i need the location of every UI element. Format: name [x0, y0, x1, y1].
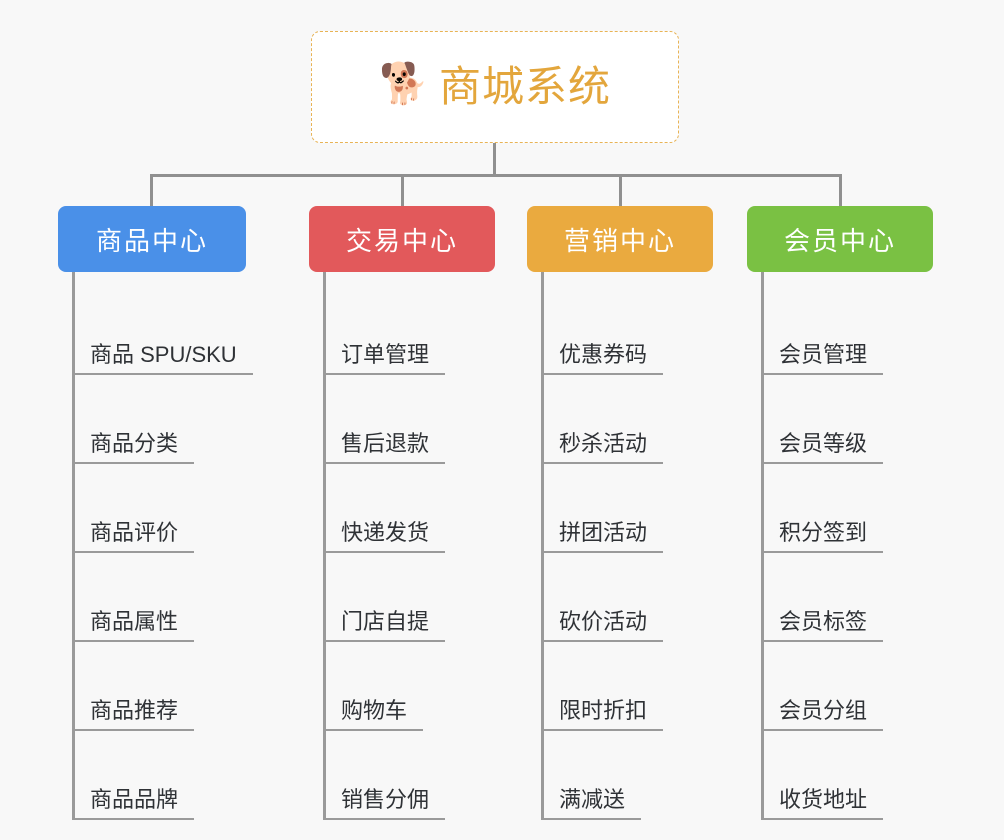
leaf-area-product: 商品 SPU/SKU 商品分类 商品评价 商品属性 商品推荐 商品品牌 — [58, 272, 253, 820]
list-item[interactable]: 销售分佣 — [309, 731, 495, 820]
leaf-list-member: 会员管理 会员等级 积分签到 会员标签 会员分组 收货地址 — [747, 286, 933, 820]
leaf-label: 快递发货 — [323, 520, 446, 553]
shiba-dog-face-icon: 🐕 — [378, 62, 429, 106]
leaf-trunk-line — [323, 272, 326, 819]
list-item[interactable]: 收货地址 — [747, 731, 933, 820]
list-item[interactable]: 优惠券码 — [527, 286, 713, 375]
connector-drop-category-1 — [150, 174, 153, 206]
connector-drop-category-3 — [619, 174, 622, 206]
leaf-trunk-line — [72, 272, 75, 819]
list-item[interactable]: 限时折扣 — [527, 642, 713, 731]
list-item[interactable]: 购物车 — [309, 642, 495, 731]
leaf-label: 购物车 — [323, 698, 424, 731]
category-column-product: 商品中心 商品 SPU/SKU 商品分类 商品评价 商品属性 商品推荐 商品品牌 — [58, 206, 253, 820]
list-item[interactable]: 会员等级 — [747, 375, 933, 464]
category-header-label: 交易中心 — [345, 225, 458, 256]
connector-drop-category-2 — [401, 174, 404, 206]
leaf-label: 商品评价 — [72, 520, 195, 553]
leaf-label: 会员等级 — [761, 431, 884, 464]
category-column-marketing: 营销中心 优惠券码 秒杀活动 拼团活动 砍价活动 限时折扣 满减送 — [527, 206, 713, 820]
list-item[interactable]: 会员标签 — [747, 553, 933, 642]
leaf-list-trade: 订单管理 售后退款 快递发货 门店自提 购物车 销售分佣 — [309, 286, 495, 820]
leaf-label: 商品 SPU/SKU — [72, 342, 253, 375]
category-header-trade[interactable]: 交易中心 — [309, 206, 495, 272]
list-item[interactable]: 商品 SPU/SKU — [58, 286, 253, 375]
leaf-label: 销售分佣 — [323, 787, 446, 820]
category-header-label: 营销中心 — [563, 225, 676, 256]
list-item[interactable]: 订单管理 — [309, 286, 495, 375]
connector-root-stem — [493, 143, 496, 176]
leaf-label: 满减送 — [541, 787, 642, 820]
list-item[interactable]: 商品推荐 — [58, 642, 246, 731]
leaf-label: 订单管理 — [323, 342, 446, 375]
leaf-label: 收货地址 — [761, 787, 884, 820]
category-column-trade: 交易中心 订单管理 售后退款 快递发货 门店自提 购物车 销售分佣 — [309, 206, 495, 820]
root-node-mall-system[interactable]: 🐕 商城系统 — [311, 31, 679, 143]
leaf-label: 积分签到 — [761, 520, 884, 553]
leaf-label: 商品属性 — [72, 609, 195, 642]
leaf-area-marketing: 优惠券码 秒杀活动 拼团活动 砍价活动 限时折扣 满减送 — [527, 272, 713, 820]
category-column-member: 会员中心 会员管理 会员等级 积分签到 会员标签 会员分组 收货地址 — [747, 206, 933, 820]
leaf-trunk-line — [761, 272, 764, 819]
leaf-label: 拼团活动 — [541, 520, 664, 553]
list-item[interactable]: 砍价活动 — [527, 553, 713, 642]
leaf-list-product: 商品 SPU/SKU 商品分类 商品评价 商品属性 商品推荐 商品品牌 — [58, 286, 253, 820]
leaf-label: 商品分类 — [72, 431, 195, 464]
list-item[interactable]: 拼团活动 — [527, 464, 713, 553]
leaf-area-member: 会员管理 会员等级 积分签到 会员标签 会员分组 收货地址 — [747, 272, 933, 820]
leaf-label: 会员分组 — [761, 698, 884, 731]
leaf-label: 商品品牌 — [72, 787, 195, 820]
leaf-trunk-line — [541, 272, 544, 819]
category-header-marketing[interactable]: 营销中心 — [527, 206, 713, 272]
list-item[interactable]: 快递发货 — [309, 464, 495, 553]
leaf-list-marketing: 优惠券码 秒杀活动 拼团活动 砍价活动 限时折扣 满减送 — [527, 286, 713, 820]
list-item[interactable]: 门店自提 — [309, 553, 495, 642]
list-item[interactable]: 商品品牌 — [58, 731, 246, 820]
leaf-label: 商品推荐 — [72, 698, 195, 731]
list-item[interactable]: 商品评价 — [58, 464, 246, 553]
leaf-label: 限时折扣 — [541, 698, 664, 731]
root-node-title: 商城系统 — [438, 63, 611, 110]
list-item[interactable]: 积分签到 — [747, 464, 933, 553]
leaf-label: 优惠券码 — [541, 342, 664, 375]
list-item[interactable]: 会员分组 — [747, 642, 933, 731]
connector-horizontal-bus — [150, 174, 842, 177]
leaf-label: 砍价活动 — [541, 609, 664, 642]
leaf-area-trade: 订单管理 售后退款 快递发货 门店自提 购物车 销售分佣 — [309, 272, 495, 820]
category-header-member[interactable]: 会员中心 — [747, 206, 933, 272]
leaf-label: 售后退款 — [323, 431, 446, 464]
leaf-label: 会员标签 — [761, 609, 884, 642]
connector-drop-category-4 — [839, 174, 842, 206]
list-item[interactable]: 商品分类 — [58, 375, 246, 464]
leaf-label: 秒杀活动 — [541, 431, 664, 464]
list-item[interactable]: 商品属性 — [58, 553, 246, 642]
leaf-label: 会员管理 — [761, 342, 884, 375]
list-item[interactable]: 售后退款 — [309, 375, 495, 464]
category-header-label: 会员中心 — [783, 225, 896, 256]
leaf-label: 门店自提 — [323, 609, 446, 642]
list-item[interactable]: 会员管理 — [747, 286, 933, 375]
list-item[interactable]: 秒杀活动 — [527, 375, 713, 464]
category-header-product[interactable]: 商品中心 — [58, 206, 246, 272]
category-header-label: 商品中心 — [95, 225, 208, 256]
list-item[interactable]: 满减送 — [527, 731, 713, 820]
